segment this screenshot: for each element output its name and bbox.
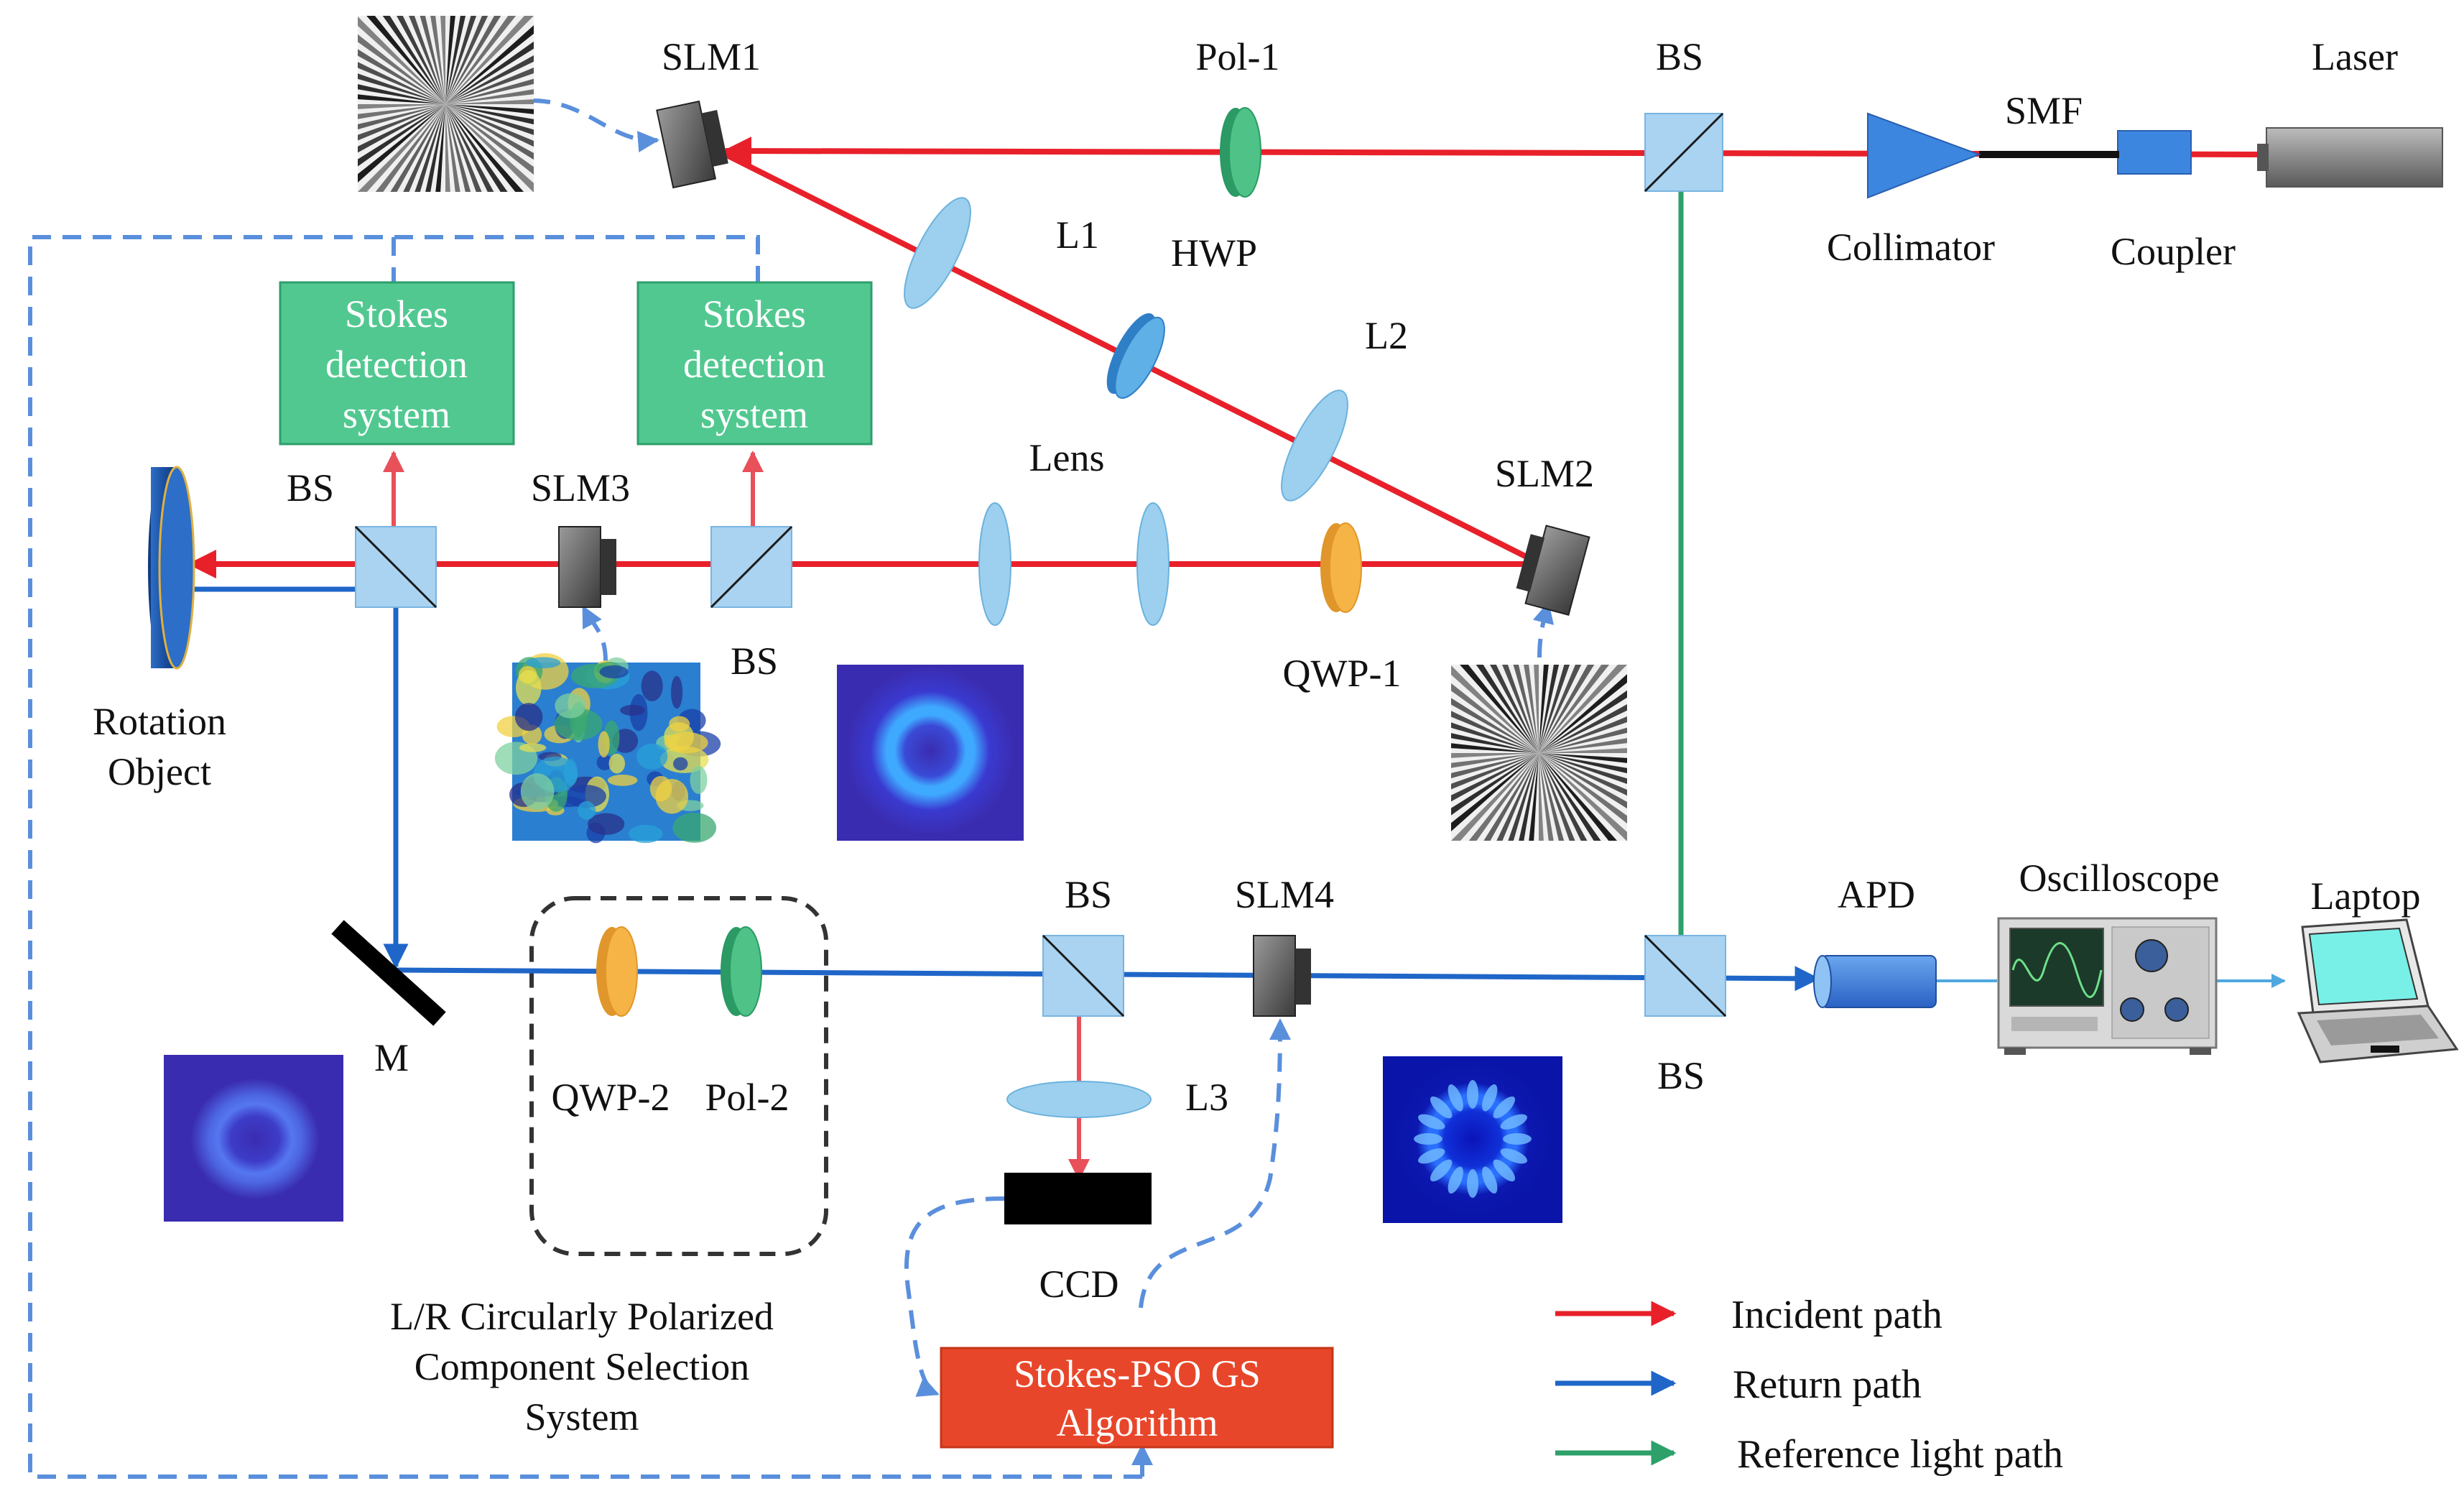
slm3 xyxy=(558,526,616,608)
label-bs-top: BS xyxy=(1656,35,1703,78)
algorithm-line-2: Algorithm xyxy=(1057,1401,1218,1444)
mirror-m xyxy=(331,920,446,1026)
donut-beam-image xyxy=(837,665,1024,841)
label-lens: Lens xyxy=(1029,436,1105,479)
legend-label-reference: Reference light path xyxy=(1737,1432,2063,1477)
label-lr-line-2: Component Selection xyxy=(414,1345,749,1388)
legend-item-reference: Reference light path xyxy=(1555,1432,2063,1477)
bs-left xyxy=(354,525,437,609)
bs-mid xyxy=(710,525,793,609)
legend-label-return: Return path xyxy=(1733,1362,1922,1407)
lr-selection-frame xyxy=(529,896,828,1256)
slm2 xyxy=(1516,525,1590,616)
laptop xyxy=(2297,918,2459,1063)
collimator xyxy=(1867,112,1981,199)
label-l3: L3 xyxy=(1185,1076,1228,1119)
label-ccd: CCD xyxy=(1039,1263,1118,1306)
stokes-box-2-line-3: system xyxy=(700,393,808,436)
label-lr-line-3: System xyxy=(524,1395,639,1439)
hwp xyxy=(1106,313,1165,400)
lens-1 xyxy=(978,502,1011,626)
label-laser: Laser xyxy=(2312,35,2398,78)
phase-pattern-1 xyxy=(358,16,534,192)
phase2-to-slm2-link xyxy=(1532,601,1555,658)
label-bs-right: BS xyxy=(1657,1054,1705,1097)
label-mirror: M xyxy=(374,1036,409,1079)
lens-l1 xyxy=(904,197,971,309)
noise-to-slm3-link xyxy=(581,605,608,662)
phase-pattern-2 xyxy=(1451,665,1627,841)
label-oscilloscope: Oscilloscope xyxy=(2019,857,2220,900)
bs-right xyxy=(1644,934,1727,1017)
stokes-box-1: Stokes detection system xyxy=(279,281,515,446)
label-slm1: SLM1 xyxy=(662,35,761,78)
stokes-box-1-line-2: detection xyxy=(325,343,468,386)
control-lines xyxy=(28,98,1555,1479)
lens-l3 xyxy=(1006,1081,1152,1118)
stokes-box-2-line-1: Stokes xyxy=(703,292,806,336)
ccd-to-algorithm-link xyxy=(904,1196,1005,1397)
qwp-2 xyxy=(596,926,638,1017)
label-slm3: SLM3 xyxy=(531,466,630,509)
pol-1 xyxy=(1220,107,1261,198)
label-laptop: Laptop xyxy=(2311,875,2421,918)
petal-beam-image xyxy=(1383,1056,1562,1223)
bs-lower xyxy=(1042,934,1125,1017)
label-lr-line-1: L/R Circularly Polarized xyxy=(390,1295,774,1338)
label-hwp: HWP xyxy=(1171,231,1257,274)
label-pol1: Pol-1 xyxy=(1195,35,1279,78)
label-pol2: Pol-2 xyxy=(705,1076,789,1119)
label-smf: SMF xyxy=(2005,89,2083,132)
label-coupler: Coupler xyxy=(2111,230,2236,273)
slm1 xyxy=(656,100,728,189)
legend-item-return: Return path xyxy=(1555,1362,1922,1407)
outer-feedback-loop xyxy=(28,235,1142,1479)
label-slm2: SLM2 xyxy=(1495,452,1594,495)
ccd-camera xyxy=(1004,1173,1152,1224)
labels: SLM1 Pol-1 BS Laser SMF Collimator Coupl… xyxy=(93,35,2420,1439)
label-rotation-line-1: Rotation xyxy=(93,700,226,743)
algorithm-box: Stokes-PSO GS Algorithm xyxy=(940,1347,1334,1449)
algorithm-to-slm4-link xyxy=(1139,1018,1291,1309)
label-qwp2: QWP-2 xyxy=(552,1076,670,1119)
bs-top xyxy=(1644,112,1724,193)
label-slm4: SLM4 xyxy=(1235,873,1334,916)
laser xyxy=(2257,127,2443,188)
label-l2: L2 xyxy=(1365,314,1408,357)
turbulence-phase-image xyxy=(494,653,721,844)
label-apd: APD xyxy=(1838,873,1915,916)
label-rotation-line-2: Object xyxy=(108,750,211,793)
algorithm-line-1: Stokes-PSO GS xyxy=(1014,1352,1261,1395)
phase1-to-slm1-link xyxy=(531,98,659,153)
qwp-1 xyxy=(1320,522,1362,613)
lens-l2 xyxy=(1281,389,1348,502)
stokes-box-1-line-1: Stokes xyxy=(345,292,448,336)
stokes-box-2-line-2: detection xyxy=(683,343,825,386)
rotation-object xyxy=(148,466,195,670)
label-bs-mid: BS xyxy=(731,640,778,683)
label-bs-left: BS xyxy=(287,466,334,509)
coupler xyxy=(2117,130,2192,175)
label-collimator: Collimator xyxy=(1827,226,1995,269)
distorted-beam-image xyxy=(164,1055,343,1222)
stokes-box-2: Stokes detection system xyxy=(636,281,873,446)
legend-item-incident: Incident path xyxy=(1555,1293,1942,1337)
oscilloscope xyxy=(1997,917,2218,1055)
label-bs-lower: BS xyxy=(1065,873,1112,916)
legend: Incident path Return path Reference ligh… xyxy=(1555,1293,2063,1477)
lens-2 xyxy=(1136,502,1170,626)
legend-label-incident: Incident path xyxy=(1731,1293,1942,1337)
apd xyxy=(1813,955,1937,1008)
pol-2 xyxy=(721,926,762,1017)
slm4 xyxy=(1253,935,1311,1017)
label-qwp1: QWP-1 xyxy=(1283,652,1402,695)
stokes-box-1-line-3: system xyxy=(343,393,450,436)
label-l1: L1 xyxy=(1056,213,1099,257)
